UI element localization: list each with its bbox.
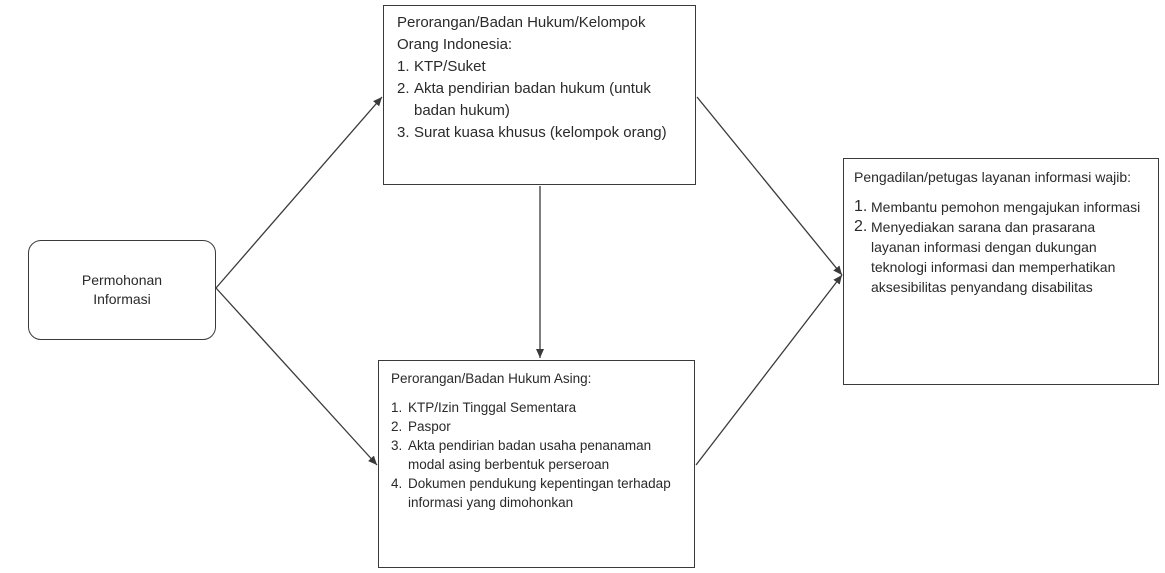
list-item-number: 4.: [391, 476, 403, 491]
foreign-requirements-list: 1. KTP/Izin Tinggal Sementara 2. Paspor 3.…: [391, 398, 682, 512]
list-item-number: 2.: [391, 419, 403, 434]
list-item: 3. Akta pendirian badan usaha penanaman m…: [391, 436, 682, 474]
start-label-line1: Permohonan: [81, 272, 163, 288]
foreign-applicant-box: Perorangan/Badan Hukum Asing: 1. KTP/Izin…: [378, 360, 695, 568]
list-item: 3.Surat kuasa khusus (kelompok orang): [397, 122, 683, 144]
list-item-text: Akta pendirian badan usaha penanaman mod…: [408, 438, 652, 472]
court-title: Pengadilan/petugas layanan informasi waj…: [854, 169, 1132, 185]
start-label-line2: Informasi: [93, 291, 151, 307]
list-item-text: Paspor: [408, 419, 451, 434]
list-item-text: Membantu pemohon mengajukan informasi: [871, 199, 1141, 215]
arrow-start-to-foreign: [215, 287, 378, 466]
list-item-text: KTP/Izin Tinggal Sementara: [408, 400, 577, 415]
list-item-text: Surat kuasa khusus (kelompok orang): [414, 124, 667, 141]
list-item-number: 3.: [391, 438, 403, 453]
list-item: 1.KTP/Suket: [397, 56, 683, 78]
list-item: 2.Menyediakan sarana dan prasarana layan…: [854, 217, 1148, 297]
indonesian-title-line1: Perorangan/Badan Hukum/Kelompok: [397, 14, 646, 31]
indonesian-title-line2: Orang Indonesia:: [397, 36, 513, 53]
arrow-start-to-indonesian: [215, 96, 383, 289]
list-item-text: KTP/Suket: [414, 58, 486, 75]
list-item: 2.Akta pendirian badan hukum (untuk bada…: [397, 78, 683, 122]
court-obligations-list: 1.Membantu pemohon mengajukan informasi …: [854, 197, 1148, 297]
foreign-title: Perorangan/Badan Hukum Asing:: [391, 371, 592, 386]
list-item-number: 1.: [391, 400, 403, 415]
indonesian-requirements-list: 1.KTP/Suket 2.Akta pendirian badan hukum…: [397, 56, 683, 144]
list-item-number: 2.: [854, 218, 868, 235]
list-item: 2. Paspor: [391, 417, 682, 436]
list-item-text: Akta pendirian badan hukum (untuk badan …: [414, 80, 651, 119]
list-item: 1. KTP/Izin Tinggal Sementara: [391, 398, 682, 417]
list-item-number: 1.: [397, 58, 410, 75]
list-item-number: 2.: [397, 80, 410, 97]
list-item: 1.Membantu pemohon mengajukan informasi: [854, 197, 1148, 217]
start-node-permohonan-informasi: Permohonan Informasi: [28, 240, 216, 340]
arrow-indonesian-to-court: [696, 96, 843, 276]
list-item-number: 3.: [397, 124, 410, 141]
list-item-text: Menyediakan sarana dan prasarana layanan…: [871, 219, 1116, 295]
indonesian-applicant-box: Perorangan/Badan Hukum/Kelompok Orang In…: [383, 5, 696, 185]
list-item-number: 1.: [854, 198, 868, 215]
arrow-foreign-to-court: [695, 274, 843, 466]
list-item-text: Dokumen pendukung kepentingan terhadap i…: [408, 476, 671, 510]
court-obligations-box: Pengadilan/petugas layanan informasi waj…: [843, 158, 1159, 385]
list-item: 4. Dokumen pendukung kepentingan terhadap…: [391, 474, 682, 512]
